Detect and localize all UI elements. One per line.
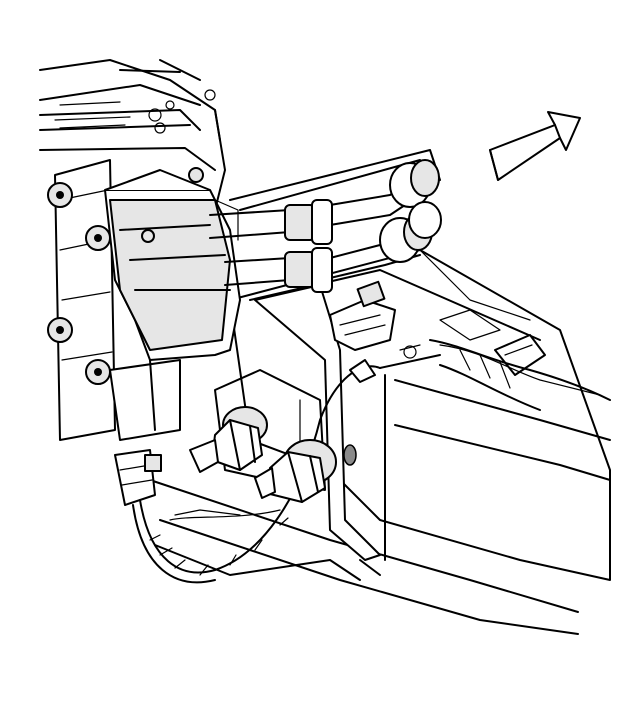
line-fitting — [284, 199, 333, 245]
bolt-icon — [85, 359, 111, 385]
control-module — [54, 159, 241, 441]
cross-member — [39, 59, 226, 211]
mounting-bolts — [47, 182, 155, 385]
bolt-icon — [189, 406, 268, 473]
bolt-icon — [47, 317, 73, 343]
electrical-connectors — [114, 280, 546, 506]
line-fitting — [284, 247, 333, 293]
bolt-icon — [47, 182, 73, 208]
bolt-icon — [141, 229, 155, 243]
hydraulic-lines — [209, 149, 442, 293]
line-fitting — [408, 201, 442, 239]
frame-nuts — [189, 406, 357, 503]
direction-arrow-icon — [489, 111, 581, 181]
connector-icon — [329, 280, 396, 351]
bolt-icon — [85, 225, 111, 251]
connector-icon — [114, 449, 162, 506]
bolt-icon — [254, 439, 337, 503]
line-fitting — [389, 159, 440, 208]
